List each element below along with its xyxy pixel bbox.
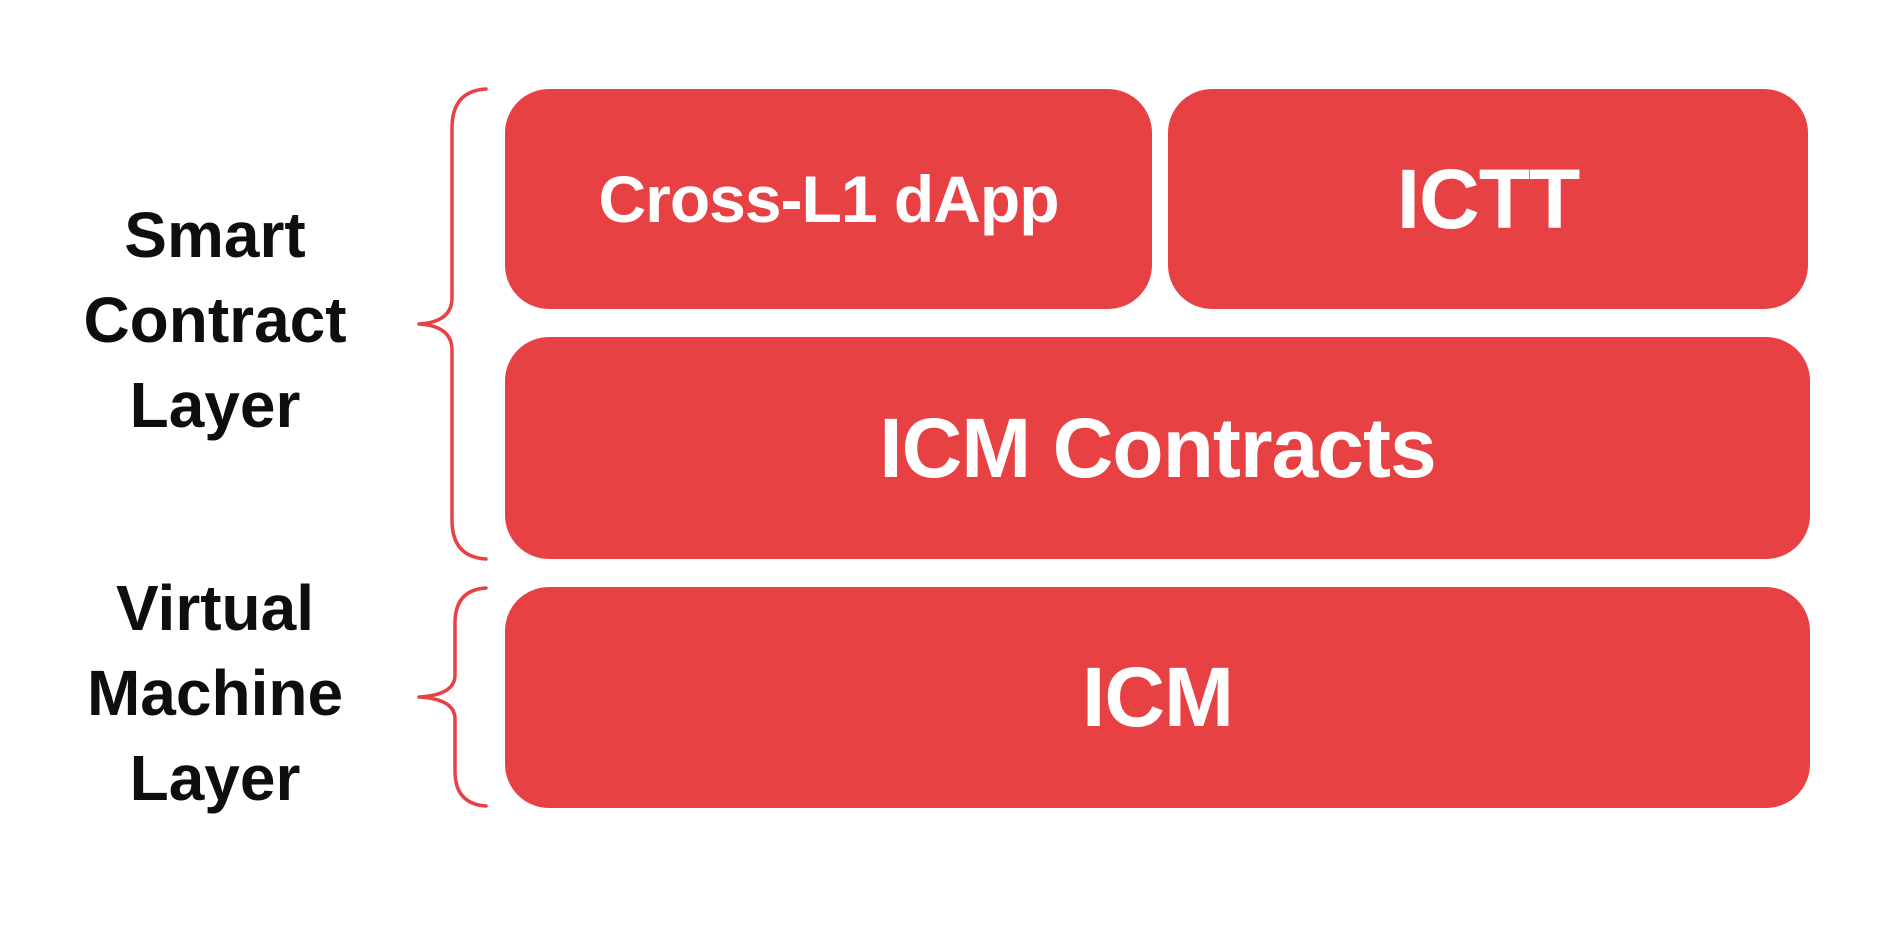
box-ictt-label: ICTT (1396, 151, 1581, 246)
layer-label-smart-contract: Smart Contract Layer (83, 199, 347, 441)
box-icm-contracts: ICM Contracts (505, 337, 1810, 559)
box-icm-label: ICM (1082, 650, 1234, 744)
box-cross-l1-dapp: Cross-L1 dApp (505, 89, 1152, 309)
box-icm-contracts-label: ICM Contracts (879, 400, 1436, 495)
box-ictt: ICTT (1168, 89, 1808, 309)
layer-label-virtual-machine: Virtual Machine Layer (86, 572, 344, 814)
box-cross-l1-dapp-label: Cross-L1 dApp (598, 162, 1059, 236)
box-icm: ICM (505, 587, 1810, 808)
